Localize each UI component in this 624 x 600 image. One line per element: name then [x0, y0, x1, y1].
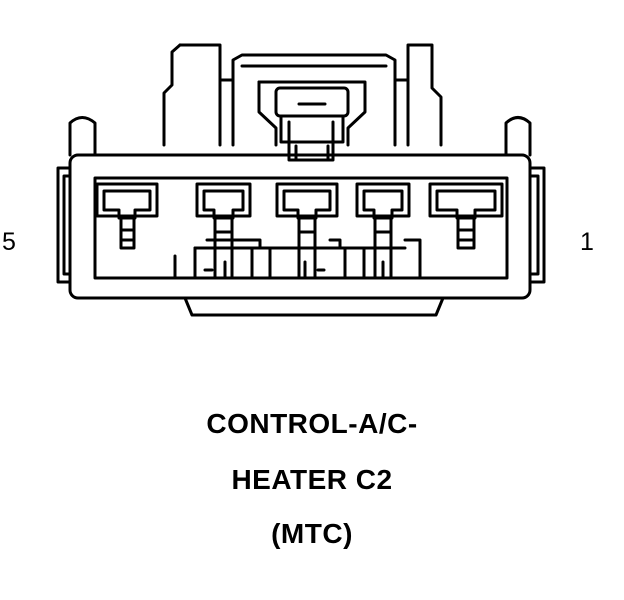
connector-title-line-3: (MTC)	[271, 518, 353, 549]
pin-label-left: 5	[2, 228, 16, 256]
lock-finger	[274, 86, 350, 162]
terminal-cavity-1	[428, 182, 504, 250]
connector-title-line-2: HEATER C2	[231, 464, 393, 495]
connector-latch	[162, 43, 443, 147]
terminal-cavity-3	[275, 182, 339, 280]
connector-title-line-1: CONTROL-A/C-	[206, 408, 418, 439]
terminal-position-assurance	[173, 238, 422, 280]
terminal-cavity-5	[95, 182, 159, 250]
connector-side-ears	[56, 116, 546, 284]
pin-label-right: 1	[580, 228, 594, 256]
